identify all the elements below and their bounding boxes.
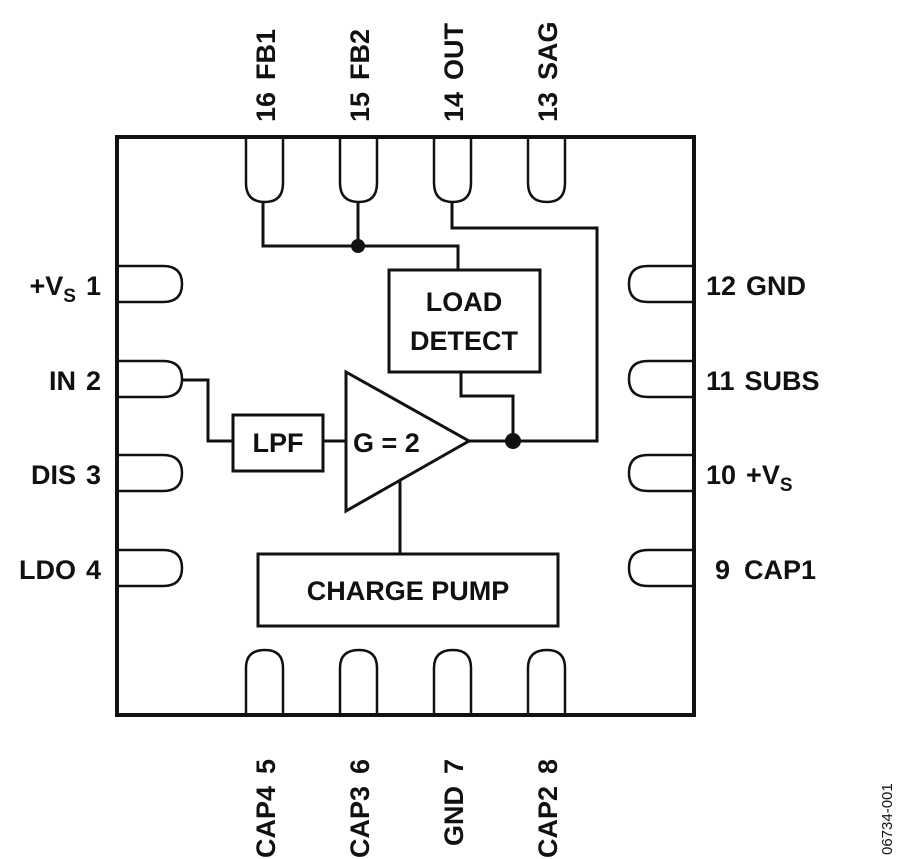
bottom-pads	[244, 648, 567, 713]
pad-8	[526, 648, 567, 713]
wires	[182, 202, 599, 554]
wire-out	[450, 202, 599, 443]
pad-10	[627, 453, 692, 493]
lpf-block	[231, 413, 325, 473]
amplifier-triangle	[344, 369, 473, 514]
junction-fb	[351, 239, 365, 253]
charge-pump-label: CHARGE PUMP	[307, 576, 510, 606]
pad-2	[119, 359, 184, 399]
load-detect-block	[387, 268, 542, 374]
pad-12	[627, 264, 692, 304]
load-detect-label-2: DETECT	[410, 326, 519, 356]
wire-load-detect-to-out	[459, 372, 515, 441]
top-pads	[244, 139, 567, 204]
load-detect-label-1: LOAD	[426, 287, 503, 317]
pin-15-label: 15FB2	[345, 29, 375, 122]
package-outline	[115, 135, 696, 717]
lpf-label: LPF	[253, 428, 304, 458]
pad-14	[432, 139, 473, 204]
pin-5-label: CAP45	[251, 759, 281, 858]
figure-id: 06734-001	[879, 783, 896, 855]
junction-out	[505, 433, 521, 449]
left-pads	[119, 264, 184, 588]
pad-13	[526, 139, 567, 204]
pad-4	[119, 548, 184, 588]
pad-15	[338, 139, 379, 204]
pad-9	[627, 548, 692, 588]
pin-7-label: GND7	[439, 759, 469, 846]
pad-3	[119, 453, 184, 493]
pad-16	[244, 139, 285, 204]
top-pin-labels: 16FB1 15FB2 14OUT 13SAG	[251, 21, 563, 122]
pad-11	[627, 359, 692, 399]
pin-10-label: 10+VS	[706, 460, 793, 496]
wire-in-to-lpf	[182, 378, 233, 443]
charge-pump-block	[256, 552, 560, 628]
pad-6	[338, 648, 379, 713]
amplifier-label: G = 2	[353, 428, 420, 458]
bottom-pin-labels: CAP45 CAP36 GND7 CAP28	[251, 759, 563, 858]
pin-14-label: 14OUT	[439, 22, 469, 122]
wire-fb1-to-load-detect	[261, 202, 460, 270]
pin-16-label: 16FB1	[251, 29, 281, 122]
pad-5	[244, 648, 285, 713]
pin-6-label: CAP36	[345, 759, 375, 858]
pin-13-label: 13SAG	[533, 21, 563, 122]
right-pads	[627, 264, 692, 588]
pad-7	[432, 648, 473, 713]
pin-8-label: CAP28	[533, 759, 563, 858]
pad-1	[119, 264, 184, 304]
